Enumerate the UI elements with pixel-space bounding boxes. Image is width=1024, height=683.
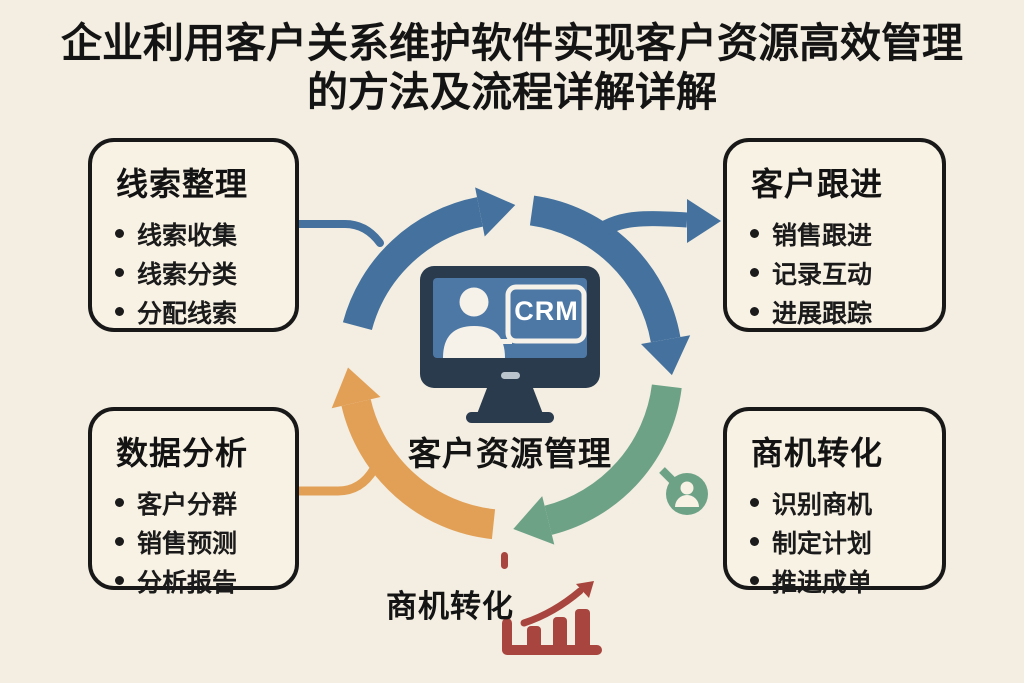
- list-item: 分配线索: [112, 292, 275, 331]
- cycle-arrow-teal: [513, 384, 682, 545]
- person-badge-icon: [659, 467, 708, 515]
- card-analytics-title: 数据分析: [116, 434, 249, 472]
- list-item-label: 线索分类: [137, 259, 238, 289]
- bullet-dot-icon: [750, 307, 759, 316]
- card-conversion: 商机转化 识别商机 制定计划 推进成单: [723, 407, 946, 597]
- list-item-label: 分析报告: [137, 567, 238, 597]
- bullet-dot-icon: [115, 268, 124, 277]
- bullet-dot-icon: [750, 229, 759, 238]
- list-item: 分析报告: [112, 561, 275, 600]
- list-item: 制定计划: [747, 522, 922, 561]
- list-item-label: 制定计划: [772, 528, 873, 558]
- bullet-dot-icon: [750, 498, 759, 507]
- crm-screen-text: CRM: [514, 296, 579, 326]
- list-item-label: 销售预测: [137, 528, 238, 558]
- list-item-label: 进展跟踪: [772, 298, 873, 328]
- card-follow-up: 客户跟进 销售跟进 记录互动 进展跟踪: [723, 138, 946, 332]
- bullet-dot-icon: [115, 576, 124, 585]
- list-item-label: 线索收集: [137, 220, 238, 250]
- card-follow-up-title: 客户跟进: [751, 165, 884, 203]
- list-item: 线索分类: [112, 253, 275, 292]
- card-leads: 线索整理 线索收集 线索分类 分配线索: [88, 138, 299, 332]
- bullet-dot-icon: [115, 307, 124, 316]
- bullet-dot-icon: [115, 537, 124, 546]
- cycle-arrow-blue-top: [342, 187, 516, 331]
- list-item: 销售跟进: [747, 214, 922, 253]
- list-item: 进展跟踪: [747, 292, 922, 331]
- list-item-label: 销售跟进: [772, 220, 873, 250]
- bullet-dot-icon: [750, 576, 759, 585]
- page-title-line2: 的方法及流程详解详解: [307, 68, 717, 116]
- bullet-dot-icon: [115, 498, 124, 507]
- cycle-arrow-blue-right: [529, 195, 691, 376]
- connector-leads-line: [293, 220, 384, 247]
- card-leads-title: 线索整理: [116, 165, 249, 203]
- list-item: 识别商机: [747, 483, 922, 522]
- list-item: 销售预测: [112, 522, 275, 561]
- crm-monitor-icon: [420, 266, 600, 423]
- bullet-dot-icon: [750, 268, 759, 277]
- bottom-caption: 商机转化: [386, 589, 514, 625]
- list-item: 客户分群: [112, 483, 275, 522]
- list-item: 推进成单: [747, 561, 922, 600]
- growth-chart-icon: [502, 581, 602, 655]
- branch-arrow-follow-up: [581, 199, 721, 247]
- bullet-dot-icon: [750, 537, 759, 546]
- card-analytics: 数据分析 客户分群 销售预测 分析报告: [88, 407, 299, 597]
- list-item-label: 分配线索: [137, 298, 238, 328]
- page-title: 企业利用客户关系维护软件实现客户资源高效管理 的方法及流程详解详解: [0, 19, 1024, 117]
- list-item: 记录互动: [747, 253, 922, 292]
- list-item-label: 推进成单: [772, 567, 873, 597]
- connector-analytics-line: [292, 464, 379, 496]
- bullet-dot-icon: [115, 229, 124, 238]
- center-label: 客户资源管理: [408, 434, 612, 473]
- card-conversion-title: 商机转化: [751, 434, 884, 472]
- list-item-label: 记录互动: [772, 259, 873, 289]
- dotted-connector-dash: [501, 552, 508, 569]
- list-item-label: 识别商机: [772, 489, 873, 519]
- list-item: 线索收集: [112, 214, 275, 253]
- cycle-arrow-orange: [331, 367, 496, 540]
- user-silhouette-icon: [443, 287, 505, 358]
- page-title-line1: 企业利用客户关系维护软件实现客户资源高效管理: [61, 19, 963, 67]
- list-item-label: 客户分群: [137, 489, 238, 519]
